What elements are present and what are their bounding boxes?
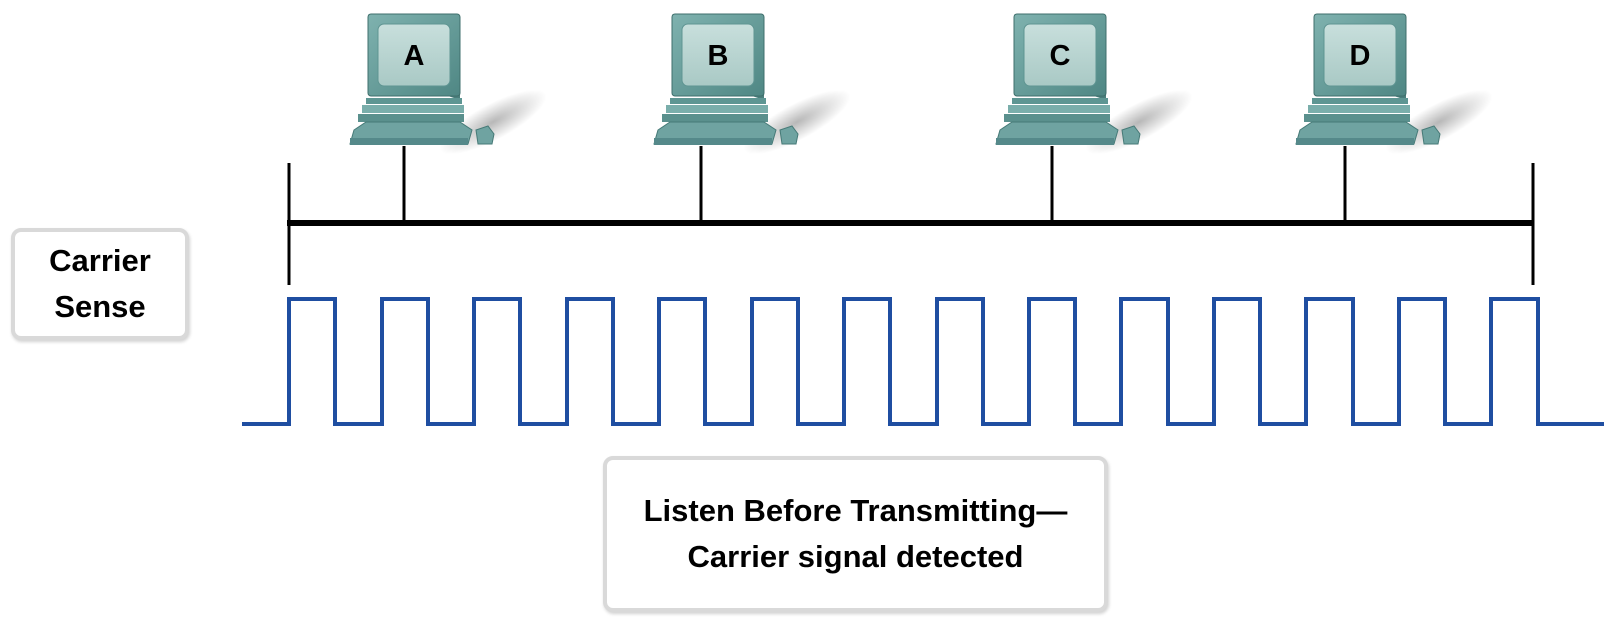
computer-label: C: [1050, 40, 1071, 72]
drop-lines: [402, 146, 1347, 223]
computer-a: A: [349, 13, 547, 155]
computer-d: D: [1295, 13, 1493, 155]
computer-c: C: [995, 13, 1193, 155]
computer-b: B: [653, 13, 851, 155]
carrier-sense-text: Carrier Sense: [49, 243, 151, 324]
computers: A B C D: [349, 13, 1493, 155]
network-bus: [287, 163, 1535, 285]
computer-label: B: [708, 40, 729, 72]
caption-box: Listen Before Transmitting—Carrier signa…: [603, 456, 1108, 612]
caption-text: Listen Before Transmitting—Carrier signa…: [643, 493, 1068, 574]
computer-icon: [995, 13, 1141, 145]
computer-icon: [1295, 13, 1441, 145]
carrier-sense-label: Carrier Sense: [11, 228, 189, 340]
computer-label: A: [404, 40, 425, 72]
square-wave-signal: [242, 297, 1604, 426]
computer-label: D: [1350, 40, 1371, 72]
computer-icon: [653, 13, 799, 145]
computer-icon: [349, 13, 495, 145]
